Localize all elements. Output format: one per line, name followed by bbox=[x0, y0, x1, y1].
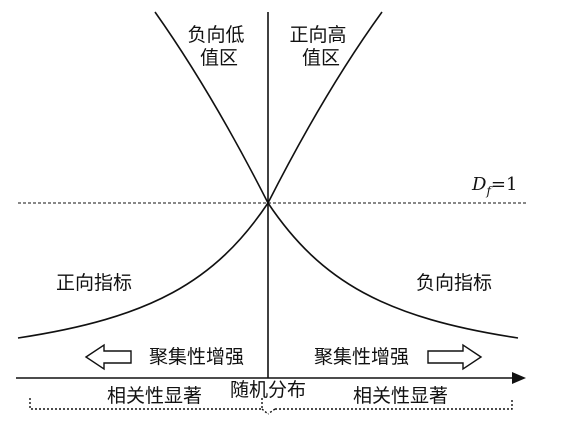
right-correlation-brace bbox=[267, 398, 513, 415]
positive-high-line-2: 值区 bbox=[302, 47, 340, 69]
right-aggregation-label: 聚集性增强 bbox=[314, 346, 409, 368]
positive-high-line-1: 正向高 bbox=[289, 24, 346, 46]
df-subscript: f bbox=[485, 184, 493, 198]
positive-indicator-label: 正向指标 bbox=[56, 272, 132, 294]
left-aggregation-label: 聚集性增强 bbox=[149, 346, 244, 368]
negative-low-value-zone-label: 负向低 值区 bbox=[187, 24, 250, 69]
horizontal-axis-arrow-icon bbox=[512, 372, 526, 384]
positive-high-value-zone-label: 正向高 值区 bbox=[289, 24, 352, 69]
negative-indicator-curve bbox=[154, 11, 519, 339]
random-distribution-label: 随机分布 bbox=[230, 379, 306, 401]
positive-indicator-curve bbox=[17, 11, 383, 339]
right-hollow-arrow-icon bbox=[427, 343, 483, 371]
df-value: =1 bbox=[491, 174, 518, 195]
right-correlation-label: 相关性显著 bbox=[353, 385, 448, 407]
negative-low-line-1: 负向低 bbox=[187, 24, 244, 46]
left-hollow-arrow-icon bbox=[84, 343, 132, 371]
df-symbol: D bbox=[471, 174, 487, 195]
df-equals-one-label: Df=1 bbox=[471, 174, 517, 198]
negative-indicator-label: 负向指标 bbox=[416, 272, 492, 294]
left-correlation-label: 相关性显著 bbox=[107, 385, 202, 407]
left-correlation-brace bbox=[29, 398, 269, 415]
negative-low-line-2: 值区 bbox=[200, 47, 238, 69]
